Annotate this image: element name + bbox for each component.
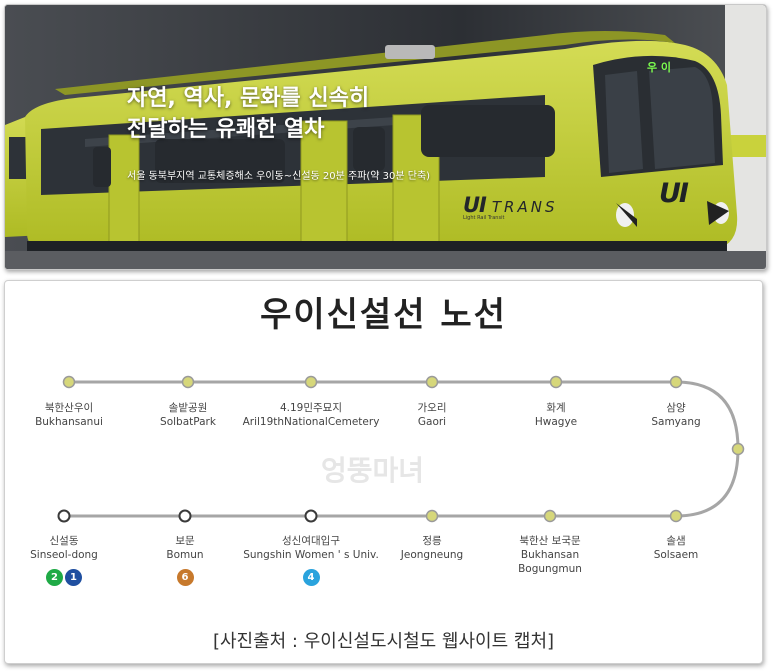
station-name-en: Bukhansanui: [35, 416, 103, 428]
station-dot: [181, 375, 195, 389]
station-name-en: Samyang: [651, 416, 701, 428]
station-label: 화계 Hwagye: [481, 401, 631, 429]
side-logo-trans: TRANS: [491, 198, 558, 216]
station-label: 솔밭공원 SolbatPark: [113, 401, 263, 429]
station-name-en: Bomun: [166, 549, 204, 561]
station-label: 솔샘 Solsaem: [601, 534, 751, 562]
station-name-en: Jeongneung: [400, 549, 464, 561]
station-dot: [425, 375, 439, 389]
station-label: 삼양 Samyang: [601, 401, 751, 429]
train-front-logo: UI: [659, 178, 689, 209]
station-label: 가오리 Gaori: [357, 401, 507, 429]
station-label: 신설동 Sinseol-dong: [5, 534, 139, 562]
headline-line-1: 자연, 역사, 문화를 신속히: [127, 86, 370, 111]
side-logo-ui: UI: [463, 193, 487, 217]
transfer-station-dot: [57, 509, 71, 523]
station-dot: [669, 509, 683, 523]
station-name-ko: 삼양: [666, 402, 686, 414]
banner-subtitle: 서울 동북부지역 교통체증해소 우이동~신설동 20분 주파(약 30분 단축): [127, 171, 431, 182]
transfer-line-badges: 4: [302, 569, 320, 586]
line-2-badge: 2: [46, 569, 63, 586]
station-dot: [543, 509, 557, 523]
watermark: 엉뚱마녀: [321, 454, 425, 487]
station-name-en: Bukhansan: [520, 549, 580, 561]
station-name-ko: 4.19민주묘지: [279, 402, 343, 414]
station-dot: [549, 375, 563, 389]
station-label: 성신여대입구 Sungshin Women ' s Univ.: [236, 534, 386, 562]
station-label: 북한산우이 Bukhansanui: [5, 401, 144, 429]
station-name-ko: 가오리: [417, 402, 447, 414]
transfer-station-dot: [304, 509, 318, 523]
station-name-en: Hwagye: [534, 416, 578, 428]
station-name-ko: 솔밭공원: [168, 402, 208, 414]
station-dot-curve: [731, 442, 745, 456]
station-dot: [669, 375, 683, 389]
station-label: 4.19민주묘지 Aril19thNationalCemetery: [236, 401, 386, 429]
station-name-ko: 성신여대입구: [282, 535, 340, 547]
station-name-ko: 신설동: [49, 535, 79, 547]
image-source-caption: [사진출처 : 우이신설도시철도 웹사이트 캡처]: [212, 631, 555, 652]
station-dot: [62, 375, 76, 389]
side-logo-subtext: Light Rail Transit: [463, 215, 505, 221]
station-name-en: Sinseol-dong: [30, 549, 98, 561]
station-name-ko: 보문: [175, 535, 195, 547]
station-label: 정릉 Jeongneung: [357, 534, 507, 562]
station-name-en: Sungshin Women ' s Univ.: [243, 549, 379, 561]
train-illustration: [5, 5, 766, 269]
station-dot: [304, 375, 318, 389]
station-dot: [425, 509, 439, 523]
transfer-station-dot: [178, 509, 192, 523]
station-name-ko: 북한산우이: [44, 402, 94, 414]
route-map: 우이신설선 노선 엉뚱마녀 북한산우이 Bukhansanui 솔밭공원 Solbat…: [4, 280, 763, 664]
station-name-en-line2: Bogungmun: [518, 563, 582, 575]
transfer-line-badges: 6: [176, 569, 194, 586]
line-6-badge: 6: [176, 569, 194, 586]
station-name-ko: 정릉: [422, 535, 442, 547]
line-1-badge: 1: [65, 569, 82, 586]
line-4-badge: 4: [302, 569, 320, 586]
route-line-diagram: [57, 375, 745, 523]
station-name-ko: 북한산 보국문: [519, 535, 581, 547]
banner-headline: 자연, 역사, 문화를 신속히 전달하는 유쾌한 열차: [127, 83, 369, 145]
station-name-en: Aril19thNationalCemetery: [242, 416, 380, 428]
destination-sign: 우 이: [646, 61, 672, 74]
route-map-title: 우이신설선 노선: [260, 295, 507, 335]
headline-line-2: 전달하는 유쾌한 열차: [127, 117, 325, 142]
station-name-en: Gaori: [417, 416, 447, 428]
station-name-ko: 화계: [546, 402, 566, 414]
station-label: 보문 Bomun: [110, 534, 260, 562]
hero-banner: 우 이 자연, 역사, 문화를 신속히 전달하는 유쾌한 열차 서울 동북부지역…: [4, 4, 767, 270]
station-name-en: SolbatPark: [160, 416, 216, 428]
station-name-en: Solsaem: [653, 549, 699, 561]
station-name-ko: 솔샘: [666, 535, 686, 547]
